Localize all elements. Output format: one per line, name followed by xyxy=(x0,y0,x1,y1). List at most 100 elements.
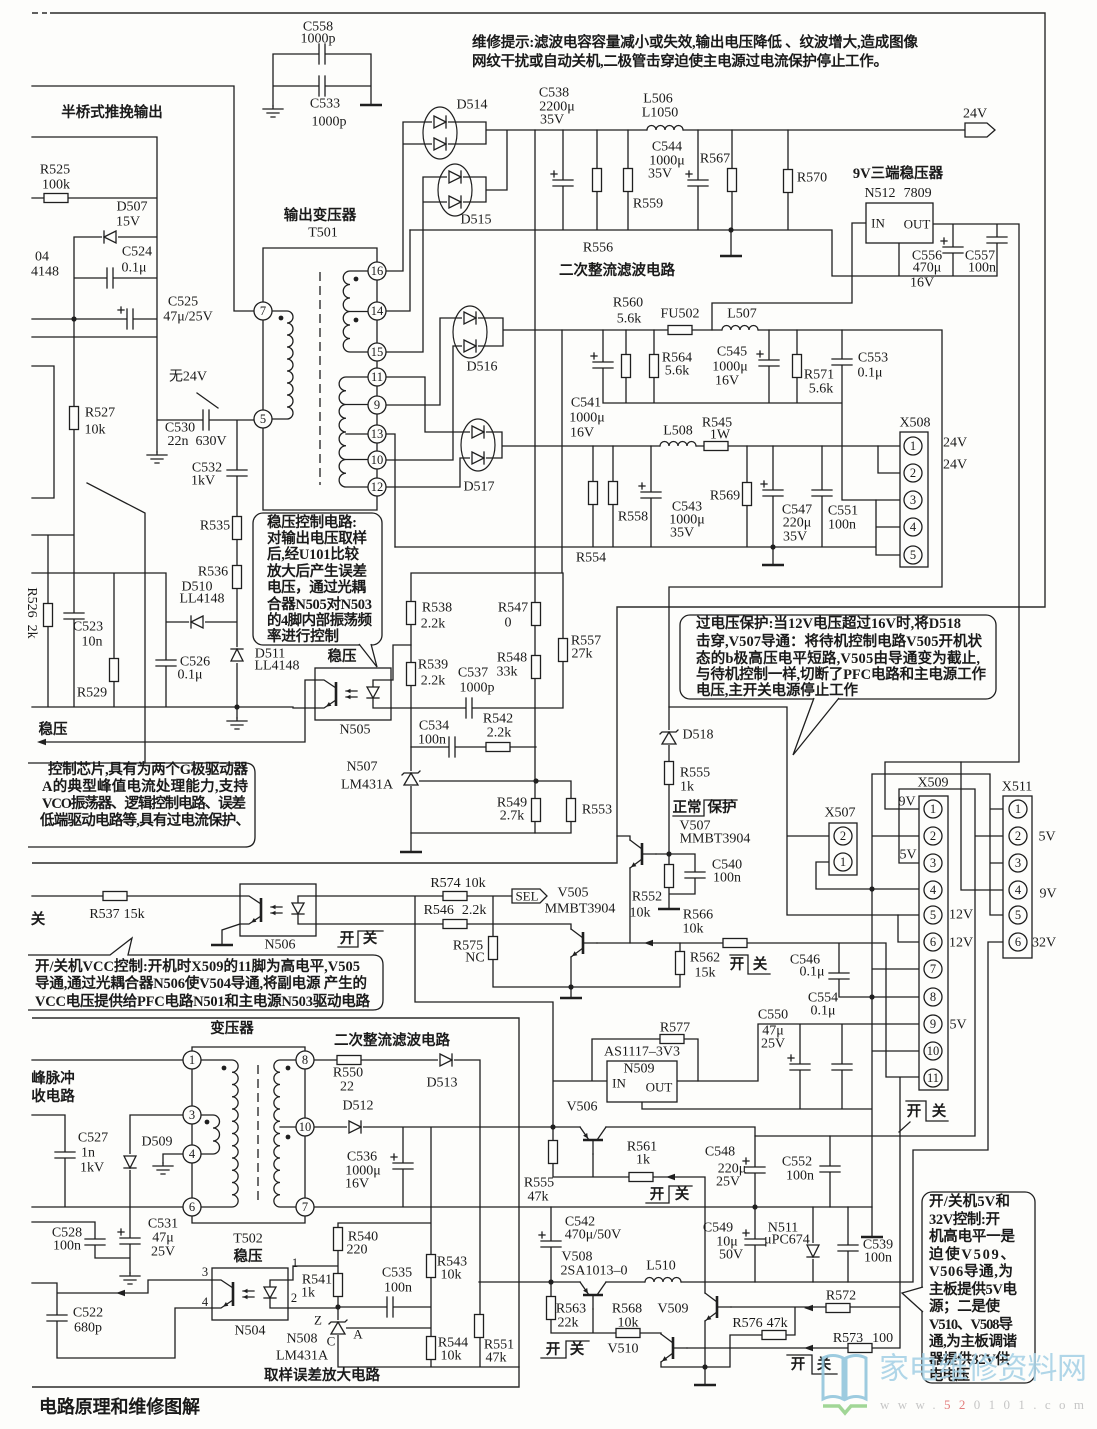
n508-pin-label: A xyxy=(353,1327,363,1342)
regulator-n509-body xyxy=(606,1060,678,1103)
resistor-r546 xyxy=(442,918,468,930)
c544-ref: C544 xyxy=(652,140,682,155)
x508-pin-label: 3 xyxy=(910,493,916,507)
c536-voltage: 16V xyxy=(345,1177,369,1192)
callout-vcc-control-box xyxy=(28,936,384,1011)
resistor-r563 xyxy=(545,1295,557,1321)
resistor-r571 xyxy=(791,353,803,379)
r540-value: 220 xyxy=(347,1243,368,1258)
resistor-r535 xyxy=(231,515,243,541)
callout-line: 源；二是使 xyxy=(929,1297,1001,1315)
callout-line: V510、V508导 xyxy=(929,1316,1013,1333)
diode-part-fragment: 4148 xyxy=(31,265,59,280)
callout-line: 放大后产生误差 xyxy=(266,562,367,580)
c546-ref: C546 xyxy=(790,953,820,968)
book-logo-icon xyxy=(821,1354,868,1402)
c556-ref: C556 xyxy=(912,249,942,264)
d510-ref: D510 xyxy=(181,580,212,595)
callout-line: VCO振荡器、逻辑控制电路、误差 xyxy=(42,794,246,812)
arrow-left-icon xyxy=(644,939,653,947)
n505-regulate-label: 稳压 xyxy=(328,647,357,665)
resistor-r557 xyxy=(557,637,569,663)
state-normal-label: 正常 xyxy=(673,798,702,816)
t501-pin-label: 15 xyxy=(371,345,384,359)
n508-pin-label: C xyxy=(327,1334,336,1349)
pin-circles: 7 5 16 14 15 11 9 13 10 12 1 3 4 6 8 10 … xyxy=(182,261,1028,1217)
x508-pin-label: 5 xyxy=(910,548,916,562)
r547-ref: R547 xyxy=(498,601,528,616)
r545-value: 1W xyxy=(710,428,731,443)
repair-tip-line: 维修提示:滤波电容容量减小或失效,输出电压降低 、纹波增大,造成图像 xyxy=(472,33,919,51)
resistor-r529 xyxy=(108,657,120,683)
capacitor-c532 xyxy=(225,469,249,477)
c530-voltage: 630V xyxy=(195,434,226,449)
r551-value: 47k xyxy=(486,1351,507,1366)
junction-dot xyxy=(335,1304,341,1310)
resistor-r542 xyxy=(485,741,511,753)
fu502-ref: FU502 xyxy=(661,307,700,322)
c553-ref: C553 xyxy=(858,351,888,366)
r555-protect-value: 1k xyxy=(680,780,694,795)
c543-ref: C543 xyxy=(672,500,702,515)
resistor-r576 xyxy=(761,1329,787,1341)
ground-icon xyxy=(146,451,168,464)
n507-ref: N507 xyxy=(346,760,377,775)
x508-pin2-voltage: 24V xyxy=(943,458,967,473)
r543-ref: R543 xyxy=(437,1255,467,1270)
capacitor-c526 xyxy=(154,659,178,667)
d518-ref: D518 xyxy=(682,728,713,743)
capacitor-c552 xyxy=(818,1165,842,1173)
r576-value: 47k xyxy=(767,1316,788,1331)
inductor-l507 xyxy=(721,323,759,332)
t501-pin-label: 12 xyxy=(371,480,384,494)
section-title-aux-rectifier: 二次整流滤波电路 xyxy=(334,1031,450,1049)
n505-ref: N505 xyxy=(339,723,370,738)
output-24v-arrow xyxy=(964,122,996,138)
r537-ref: R537 xyxy=(89,907,119,922)
t501-pin-label: 9 xyxy=(374,398,380,412)
diode-d511 xyxy=(229,646,245,664)
connector-x511-body xyxy=(1002,795,1033,959)
package-d517 xyxy=(460,418,496,472)
wires-feedback xyxy=(390,572,572,834)
callout-line: 击穿,V507导通：将待机控制电路V505开机状 xyxy=(696,632,983,650)
n508-part: LM431A xyxy=(276,1349,329,1364)
r572-ref: R572 xyxy=(826,1289,856,1304)
r574-ref: R574 xyxy=(430,876,460,891)
callout-line: 态的b极高压电平短路,V505由导通变为截止, xyxy=(696,649,980,667)
r525-ref: R525 xyxy=(40,163,70,178)
junction-dot xyxy=(666,851,672,857)
r542-ref: R542 xyxy=(483,712,513,727)
r563-ref: R563 xyxy=(556,1302,586,1317)
d515-ref: D515 xyxy=(460,213,491,228)
t502-aux-dot xyxy=(204,1119,210,1125)
x508-ref: X508 xyxy=(899,416,930,431)
state-protect-label: 保护 xyxy=(707,798,737,816)
r555-protect-ref: R555 xyxy=(680,766,710,781)
section-title-fragment: 峰脉冲 xyxy=(31,1069,75,1087)
diode-d509 xyxy=(122,1153,138,1171)
n512-pin-in: IN xyxy=(871,216,885,231)
c525-ref: C525 xyxy=(168,295,198,310)
section-title-aux-transformer: 变压器 xyxy=(210,1019,254,1037)
c523-value: 10n xyxy=(82,635,103,650)
component-symbols xyxy=(37,42,1009,1387)
arrow-left-icon xyxy=(116,1289,125,1297)
transistor-v509 xyxy=(703,1291,733,1323)
capacitor-c537 xyxy=(465,696,473,720)
diode-d512 xyxy=(346,1119,364,1135)
c557-ref: C557 xyxy=(965,249,995,264)
t501-ref: T501 xyxy=(308,226,338,241)
transistor-v506 xyxy=(578,1125,608,1156)
c544-voltage: 35V xyxy=(648,167,672,182)
sel-signal-label: SEL xyxy=(515,889,538,904)
capacitor-c522 xyxy=(45,1314,69,1322)
c556-voltage: 16V xyxy=(910,276,934,291)
diode-d516-a xyxy=(461,310,479,326)
r525-value: 100k xyxy=(42,178,70,193)
callout-line: 合器N505对N503 xyxy=(266,595,372,613)
capacitor-c530 xyxy=(202,408,210,432)
d514-ref: D514 xyxy=(456,98,487,113)
